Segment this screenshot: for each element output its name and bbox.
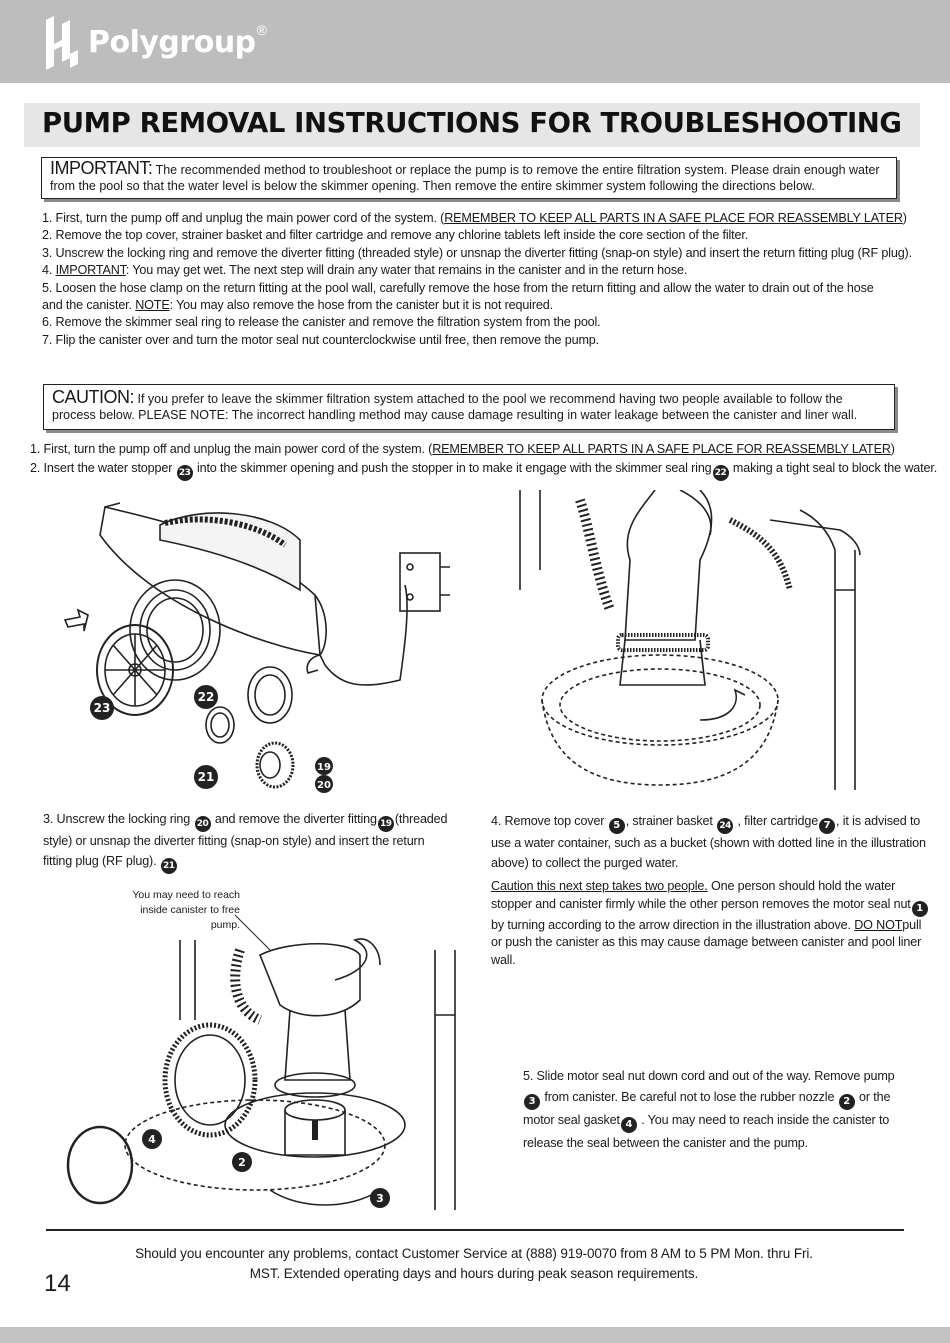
two-person-caution-text-c: pull or push the canister as this may ca… bbox=[491, 917, 922, 967]
callout-19: 19 bbox=[317, 762, 331, 773]
important-box: IMPORTANT: The recommended method to tro… bbox=[41, 157, 897, 199]
step-4-text-d: , it is advised to use a water container… bbox=[491, 814, 926, 870]
part-badge-21: 21 bbox=[160, 857, 177, 874]
step-4-text: : You may get wet. The next step will dr… bbox=[125, 263, 688, 278]
alt-step-2-text: 2. Insert the water stopper bbox=[30, 461, 176, 475]
registered-mark: ® bbox=[256, 22, 267, 38]
caution-label: CAUTION: bbox=[52, 387, 135, 407]
part-badge-20: 20 bbox=[194, 816, 211, 832]
alt-step-1-emphasis: REMEMBER TO KEEP ALL PARTS IN A SAFE PLA… bbox=[432, 442, 891, 456]
header-bar: Polygroup ® bbox=[0, 0, 950, 83]
step-5-paragraph: 5. Slide motor seal nut down cord and ou… bbox=[523, 1066, 903, 1153]
callout-23: 23 bbox=[94, 701, 111, 715]
part-badge-2: 2 bbox=[838, 1093, 855, 1110]
instructions-list-1: 1. First, turn the pump off and unplug t… bbox=[42, 210, 912, 349]
step-5-text-b: from canister. Be careful not to lose th… bbox=[541, 1089, 838, 1104]
part-badge-7: 7 bbox=[819, 818, 836, 834]
callout-20: 20 bbox=[317, 780, 331, 791]
step-4-text-b: , strainer basket bbox=[625, 814, 717, 828]
callout-4: 4 bbox=[148, 1133, 156, 1146]
step-3-text-b: and remove the diverter fitting bbox=[211, 812, 377, 826]
pump-removal-illustration: 4 2 3 bbox=[66, 914, 456, 1210]
step-5-text: 5. Loosen the hose clamp on the return f… bbox=[42, 280, 874, 313]
part-badge-23: 23 bbox=[176, 465, 193, 481]
step-2: 2. Remove the top cover, strainer basket… bbox=[42, 228, 749, 243]
step-4-text-a: 4. Remove top cover bbox=[491, 814, 608, 828]
reach-inside-note: You may need to reach inside canister to… bbox=[132, 889, 240, 931]
page-title: PUMP REMOVAL INSTRUCTIONS FOR TROUBLESHO… bbox=[42, 107, 902, 139]
skimmer-parts-illustration: 23 22 21 19 20 bbox=[63, 502, 450, 793]
alt-step-1-close: ) bbox=[890, 442, 895, 456]
step-3-paragraph: 3. Unscrew the locking ring 20 and remov… bbox=[43, 810, 453, 874]
brand-name: Polygroup bbox=[88, 24, 256, 60]
two-person-caution: Caution this next step takes two people.… bbox=[491, 878, 931, 969]
step-6: 6. Remove the skimmer seal ring to relea… bbox=[42, 315, 601, 330]
title-bar: PUMP REMOVAL INSTRUCTIONS FOR TROUBLESHO… bbox=[24, 103, 920, 147]
two-person-caution-text: One person should hold the water stopper… bbox=[491, 879, 911, 911]
polygroup-logo-icon bbox=[46, 16, 78, 70]
step-5-note-label: NOTE bbox=[135, 298, 170, 313]
callout-2: 2 bbox=[238, 1156, 246, 1169]
alt-step-1: 1. First, turn the pump off and unplug t… bbox=[30, 440, 937, 459]
step-3-text-c: (threaded style) or unsnap the diverter … bbox=[43, 812, 448, 868]
do-not-label: DO NOT bbox=[854, 917, 903, 932]
alt-step-1-text: 1. First, turn the pump off and unplug t… bbox=[30, 442, 433, 456]
step-4-text-c: , filter cartridge bbox=[734, 814, 819, 828]
part-badge-5: 5 bbox=[608, 818, 625, 834]
step-5-note: : You may also remove the hose from the … bbox=[169, 298, 553, 313]
step-3: 3. Unscrew the locking ring and remove t… bbox=[42, 245, 912, 260]
part-badge-22: 22 bbox=[712, 465, 729, 481]
step-1-close: ) bbox=[902, 211, 907, 225]
alt-step-2: 2. Insert the water stopper 23 into the … bbox=[30, 459, 937, 481]
step-5-text-a: 5. Slide motor seal nut down cord and ou… bbox=[523, 1069, 895, 1083]
caution-box: CAUTION: If you prefer to leave the skim… bbox=[43, 384, 895, 430]
step-5-text-c: or the motor seal gasket bbox=[523, 1089, 891, 1127]
two-person-caution-text-b: by turning according to the arrow direct… bbox=[491, 917, 855, 932]
important-label: IMPORTANT: bbox=[50, 158, 153, 178]
footer-divider bbox=[46, 1229, 904, 1231]
part-badge-1: 1 bbox=[911, 900, 928, 917]
step-5-text-d: . You may need to reach inside the canis… bbox=[523, 1112, 890, 1150]
two-person-caution-label: Caution this next step takes two people. bbox=[491, 879, 708, 893]
footer-line-2: MST. Extended operating days and hours d… bbox=[249, 1266, 699, 1281]
part-badge-4: 4 bbox=[620, 1116, 637, 1133]
footer-contact: Should you encounter any problems, conta… bbox=[100, 1244, 848, 1284]
alt-step-2-text-c: making a tight seal to block the water. bbox=[729, 461, 938, 475]
alt-step-2-text-b: into the skimmer opening and push the st… bbox=[193, 461, 712, 475]
step-7: 7. Flip the canister over and turn the m… bbox=[42, 332, 600, 347]
step-1-emphasis: REMEMBER TO KEEP ALL PARTS IN A SAFE PLA… bbox=[444, 211, 903, 225]
callout-22: 22 bbox=[198, 690, 215, 704]
bottom-bar bbox=[0, 1327, 950, 1343]
canister-bucket-illustration bbox=[519, 490, 861, 790]
footer-line-1: Should you encounter any problems, conta… bbox=[135, 1246, 813, 1261]
part-badge-3: 3 bbox=[524, 1093, 540, 1110]
callout-21: 21 bbox=[198, 770, 215, 784]
step-5: 5. Loosen the hose clamp on the return f… bbox=[42, 280, 892, 315]
step-4-paragraph: 4. Remove top cover 5, strainer basket 2… bbox=[491, 812, 931, 873]
step-4: 4. IMPORTANT: You may get wet. The next … bbox=[42, 262, 912, 279]
step-4-num: 4. bbox=[42, 263, 56, 278]
step-4-emphasis: IMPORTANT bbox=[55, 263, 126, 278]
page-number: 14 bbox=[44, 1270, 71, 1297]
brand-logo: Polygroup ® bbox=[44, 14, 267, 70]
instructions-list-2: 1. First, turn the pump off and unplug t… bbox=[30, 440, 937, 481]
step-3-text-a: 3. Unscrew the locking ring bbox=[43, 812, 194, 826]
step-1-text: 1. First, turn the pump off and unplug t… bbox=[42, 211, 445, 225]
part-badge-19: 19 bbox=[377, 816, 394, 832]
caution-text: If you prefer to leave the skimmer filtr… bbox=[52, 392, 858, 422]
part-badge-24: 24 bbox=[717, 818, 734, 834]
important-text: The recommended method to troubleshoot o… bbox=[50, 163, 880, 193]
callout-3: 3 bbox=[376, 1192, 384, 1205]
step-1: 1. First, turn the pump off and unplug t… bbox=[42, 210, 912, 227]
